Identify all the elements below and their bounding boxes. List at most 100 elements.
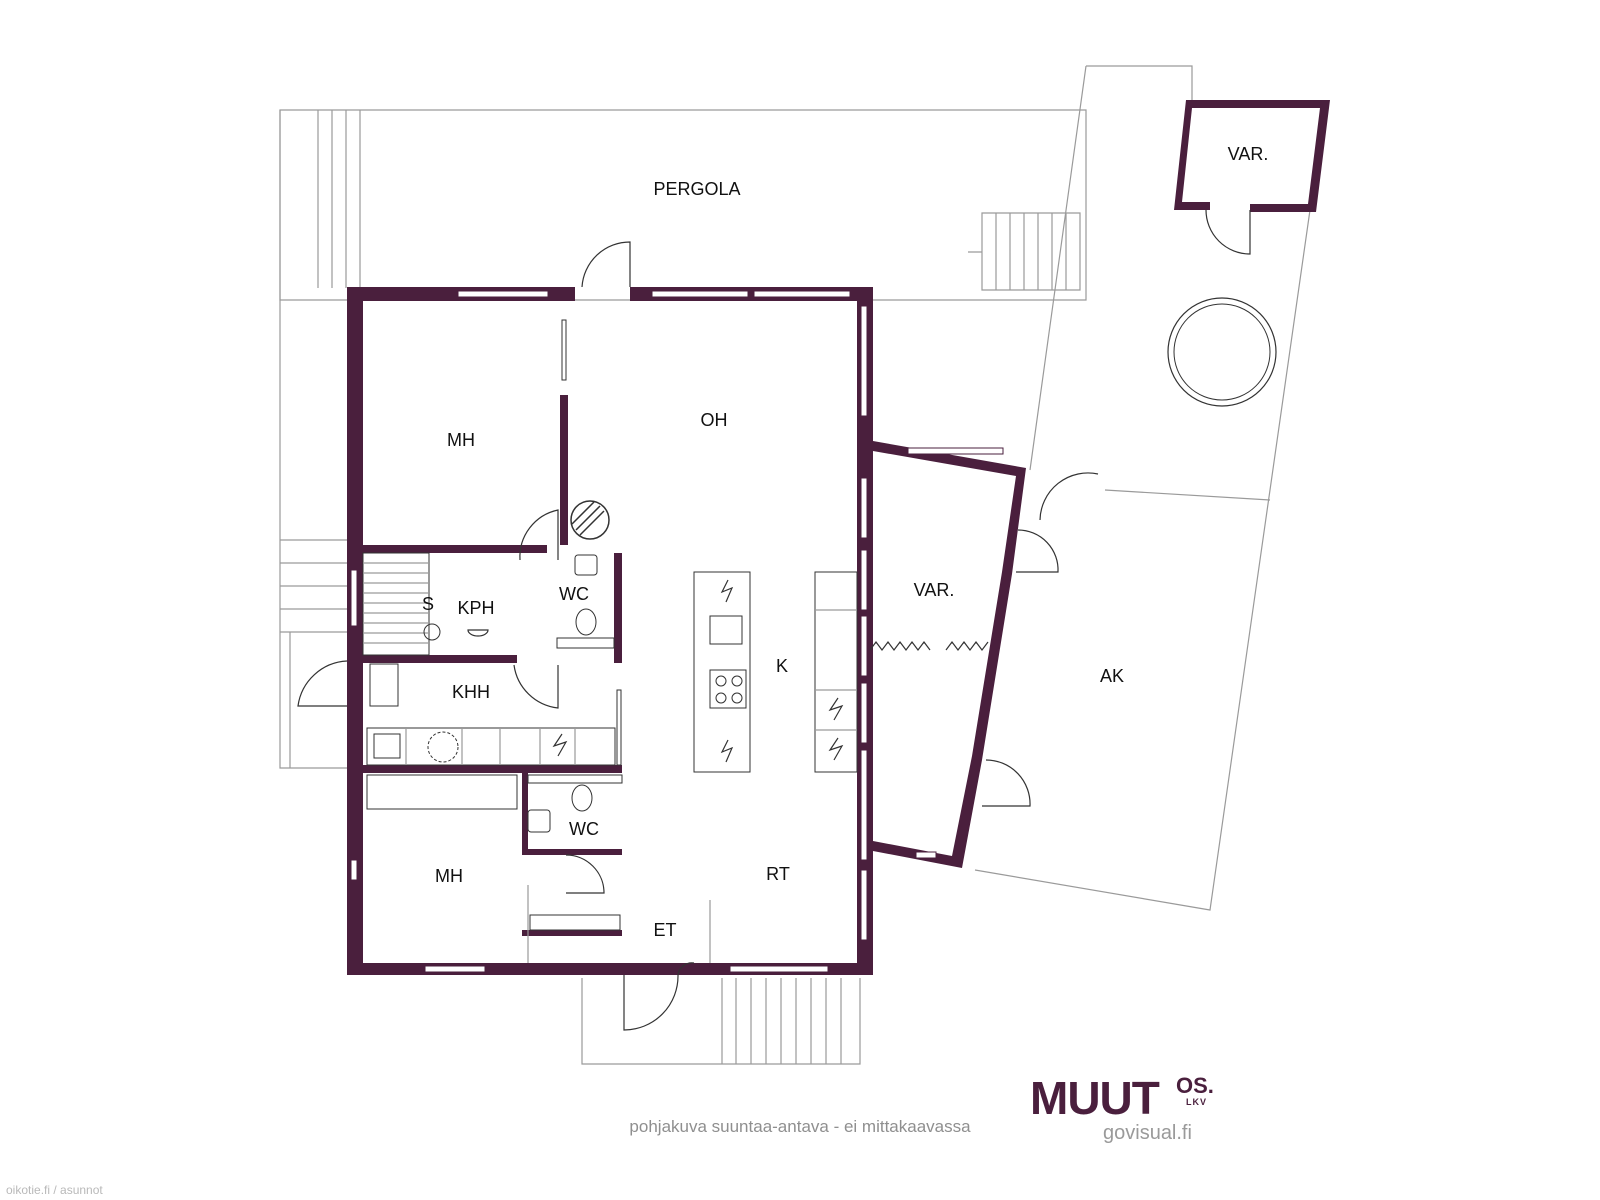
wc-shelf — [556, 637, 615, 649]
khh-cabinet — [369, 663, 399, 707]
room-label-var-top: VAR. — [1228, 144, 1269, 164]
khh-counter — [366, 727, 616, 766]
door-var-ak-icon — [1016, 529, 1059, 573]
burner-icon — [731, 692, 743, 704]
appliance-icon — [720, 739, 734, 763]
window — [350, 859, 358, 881]
wall-var-top — [1174, 100, 1330, 212]
windows — [350, 290, 1004, 973]
sink-wc-bottom-icon — [527, 809, 551, 833]
logo-superscript: OS. — [1176, 1073, 1214, 1098]
wall-var-mid — [873, 441, 1026, 868]
wall-wc-oh — [614, 553, 622, 663]
outdoor-outlines — [279, 65, 1311, 1065]
walls — [347, 100, 1330, 975]
appliance-icon — [720, 579, 734, 603]
pergola-slats — [317, 110, 361, 288]
sliding-door-mh — [561, 319, 567, 381]
window — [907, 447, 1004, 455]
window — [729, 965, 829, 973]
logo-main-text: MUUT — [1030, 1072, 1160, 1124]
doors — [297, 209, 1251, 1031]
shower-icon — [467, 629, 489, 637]
sliding-door-icon — [869, 641, 989, 651]
source-watermark: oikotie.fi / asunnot — [6, 1183, 103, 1197]
door-entrance-icon — [623, 974, 679, 1031]
window — [457, 290, 549, 298]
room-label-wc-top: WC — [559, 584, 589, 604]
wall-mh-khh — [347, 545, 547, 553]
room-labels: PERGOLA VAR. MH OH S KPH WC KHH K VAR. A… — [422, 144, 1268, 940]
room-label-oh: OH — [701, 410, 728, 430]
wall-left — [347, 287, 363, 975]
room-label-k: K — [776, 656, 788, 676]
toilet-wc-bottom-icon — [571, 784, 593, 812]
room-label-var-mid: VAR. — [914, 580, 955, 600]
room-label-mh-top: MH — [447, 430, 475, 450]
door-var-top-icon — [1205, 209, 1251, 255]
hot-tub-inner-icon — [1173, 303, 1271, 401]
fixtures — [362, 500, 858, 963]
appliance-icon — [828, 737, 844, 761]
door-wc-top-icon — [519, 509, 559, 561]
window — [350, 569, 358, 627]
window — [915, 851, 937, 859]
burner-icon — [715, 692, 727, 704]
washing-machine-icon — [427, 731, 459, 763]
window — [860, 615, 868, 677]
sauna-bench — [362, 552, 430, 656]
deck-right-outline — [974, 65, 1311, 911]
stairs-upper — [968, 212, 1081, 291]
window — [424, 965, 486, 973]
window — [860, 305, 868, 417]
khh-counter-dividers — [405, 728, 576, 765]
sauna-stove-icon — [423, 623, 441, 641]
window — [753, 290, 851, 298]
room-label-ak: AK — [1100, 666, 1124, 686]
room-label-kph: KPH — [457, 598, 494, 618]
company-logo: MUUT OS. LKV — [1030, 1072, 1214, 1124]
toilet-wc-top-icon — [575, 608, 597, 636]
door-ak-top-icon — [1039, 472, 1099, 521]
fireplace-hatch — [571, 501, 605, 536]
room-label-khh: KHH — [452, 682, 490, 702]
wall-khh-bottom — [347, 765, 622, 773]
room-label-mh-bottom: MH — [435, 866, 463, 886]
et-wardrobe — [529, 914, 621, 931]
window — [860, 682, 868, 744]
room-label-et: ET — [653, 920, 676, 940]
wc-bottom-shelf — [527, 774, 623, 784]
terrace-left-outline — [279, 110, 350, 769]
stove-icon — [709, 669, 747, 709]
appliance-icon — [828, 697, 844, 721]
wall-mh-bottom-top — [522, 773, 528, 855]
logo-small-text: LKV — [1186, 1097, 1207, 1107]
kitchen-counter-right — [814, 571, 858, 773]
window — [860, 869, 868, 941]
pergola-outline — [279, 109, 1087, 301]
door-khh-exterior-icon — [297, 660, 348, 707]
left-steps — [280, 539, 350, 768]
room-label-rt: RT — [766, 864, 790, 884]
et-divider — [527, 885, 711, 963]
door-entrance-side-icon — [677, 962, 695, 976]
door-pergola-icon — [581, 241, 631, 288]
window — [860, 749, 868, 861]
counter-divider — [815, 609, 857, 731]
khh-sink-icon — [373, 733, 401, 759]
window — [860, 477, 868, 539]
sliding-door-oh — [616, 689, 622, 766]
room-label-s: S — [422, 594, 434, 614]
credit-text: govisual.fi — [1103, 1122, 1192, 1144]
mh-wardrobe — [366, 774, 518, 810]
burner-icon — [731, 675, 743, 687]
hot-tub-icon — [1167, 297, 1277, 407]
door-wc-bottom-icon — [565, 854, 605, 894]
burner-icon — [715, 675, 727, 687]
entrance-steps — [581, 978, 861, 1065]
wall-wc-bottom — [522, 849, 622, 855]
plan-caption: pohjakuva suuntaa-antava - ei mittakaava… — [629, 1117, 971, 1136]
door-khh-icon — [513, 664, 559, 709]
room-label-pergola: PERGOLA — [653, 179, 740, 199]
